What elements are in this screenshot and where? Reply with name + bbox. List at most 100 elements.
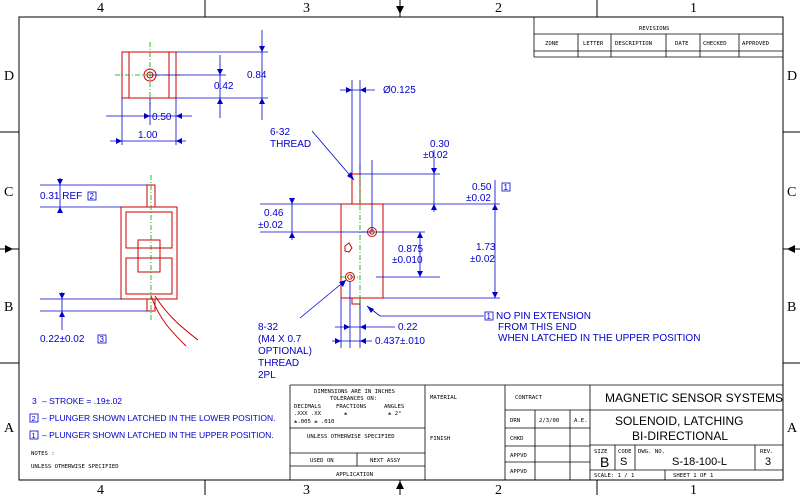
col-label-3: 3	[303, 1, 310, 16]
dim-0437: 0.437±.010	[375, 336, 425, 347]
row-label-a: A	[4, 421, 15, 436]
tb-material: MATERIAL	[430, 395, 458, 401]
thread-callout-bottom-2: (M4 X 0.7	[258, 334, 302, 345]
tb-finish: FINISH	[430, 436, 450, 442]
note-stroke-num: 3	[32, 396, 37, 406]
thread-callout-bottom-4: THREAD	[258, 358, 299, 369]
lead-wire-2	[154, 295, 199, 341]
rev-col-approved: APPROVED	[742, 41, 770, 47]
rev-col-checked: CHECKED	[703, 41, 727, 47]
tb-contract: CONTRACT	[515, 395, 543, 401]
dim-050-tol: ±0.02	[466, 193, 491, 204]
dim-top-width: 1.00	[138, 130, 158, 141]
row-label-b-right: B	[787, 300, 796, 315]
front-view-body	[340, 203, 384, 299]
col-label-2-bottom: 2	[495, 483, 502, 495]
tb-appvd-2: APPVD	[510, 469, 527, 475]
front-view: Ø0.125 6-32 THREAD 0.30 ±0.02 0.50 1 ±0.…	[258, 80, 700, 381]
dim-top-half-width: 0.50	[152, 112, 172, 123]
pin-note-3: WHEN LATCHED IN THE UPPER POSITION	[498, 333, 700, 344]
tb-drn-date: 2/3/00	[539, 418, 559, 424]
col-label-4: 4	[97, 1, 104, 16]
tb-size-label: SIZE	[594, 449, 608, 455]
note-1-flag: 1	[32, 431, 36, 440]
tb-drn: DRN	[510, 418, 520, 424]
tb-angle-val: ± 2°	[388, 411, 401, 417]
tb-xxx: .XXX .XX	[294, 411, 322, 417]
row-label-b: B	[4, 300, 13, 315]
note-1: – PLUNGER SHOWN LATCHED IN THE UPPER POS…	[42, 430, 274, 440]
pin-note-2: FROM THIS END	[498, 322, 577, 333]
thread-callout-bottom-3: OPTIONAL)	[258, 346, 312, 357]
col-label-1-bottom: 1	[690, 483, 697, 495]
tb-code-label: CODE	[618, 449, 632, 455]
thread-callout-bottom-5: 2PL	[258, 370, 276, 381]
thread-callout-top-2: THREAD	[270, 139, 311, 150]
dim-side-bottom: 0.22±0.02	[40, 334, 85, 345]
dim-173: 1.73	[476, 242, 496, 253]
dim-side-ref-flag: 2	[90, 192, 95, 201]
tb-size: B	[600, 454, 609, 470]
title-block: DIMENSIONS ARE IN INCHES TOLERANCES ON: …	[289, 384, 783, 480]
row-label-c: C	[4, 185, 13, 200]
dim-top-height: 0.84	[247, 70, 267, 81]
revisions-block: REVISIONS ZONE LETTER DESCRIPTION DATE C…	[533, 17, 783, 58]
dim-0875-tol: ±0.010	[392, 255, 423, 266]
col-label-3-bottom: 3	[303, 483, 310, 495]
tb-application: APPLICATION	[336, 472, 373, 478]
tb-dwg-no: S-18-100-L	[672, 456, 727, 468]
tb-used-on: USED ON	[310, 458, 334, 464]
dim-030: 0.30	[430, 139, 450, 150]
rev-col-description: DESCRIPTION	[615, 41, 652, 47]
side-view-body	[120, 206, 178, 300]
tb-appvd-1: APPVD	[510, 453, 527, 459]
tb-angles: ANGLES	[384, 404, 404, 410]
revisions-title: REVISIONS	[639, 26, 669, 32]
tb-fractions: FRACTIONS	[336, 404, 366, 410]
dim-022: 0.22	[398, 322, 418, 333]
dim-050: 0.50	[472, 182, 492, 193]
notes-unless: UNLESS OTHERWISE SPECIFIED	[31, 464, 119, 470]
notes-block: 3 – STROKE = .19±.02 2 – PLUNGER SHOWN L…	[29, 396, 275, 470]
dim-0875: 0.875	[398, 244, 423, 255]
thread-callout-bottom: 8-32	[258, 322, 278, 333]
dim-173-tol: ±0.02	[470, 254, 495, 265]
tb-sheet: SHEET 1 OF 1	[673, 473, 713, 479]
note-2-flag: 2	[32, 414, 36, 423]
dim-diameter: Ø0.125	[383, 85, 416, 96]
tb-rev-label: REV.	[760, 449, 773, 455]
border-arrows	[5, 6, 795, 489]
tb-next-assy: NEXT ASSY	[370, 458, 401, 464]
dim-top-center: 0.42	[214, 81, 234, 92]
row-label-d: D	[4, 69, 14, 84]
rev-col-zone: ZONE	[545, 41, 559, 47]
row-label-c-right: C	[787, 185, 796, 200]
rev-col-letter: LETTER	[583, 41, 604, 47]
top-view: 0.84 0.42 0.50 1.00	[106, 30, 268, 145]
tb-rev: 3	[765, 456, 771, 468]
tb-scale: SCALE: 1 / 1	[594, 473, 634, 479]
dim-030-tol: ±0.02	[423, 150, 448, 161]
tb-dims-2: TOLERANCES ON:	[330, 396, 377, 402]
col-label-2: 2	[495, 1, 502, 16]
col-label-1: 1	[690, 1, 697, 16]
tb-dwg-label: DWG. NO.	[638, 449, 665, 455]
note-stroke: – STROKE = .19±.02	[42, 396, 122, 406]
pin-note-flag: 1	[487, 312, 492, 321]
notes-label: NOTES :	[31, 451, 55, 457]
tb-chkd: CHKD	[510, 436, 524, 442]
lead-wire-1	[150, 295, 187, 347]
pin-note-1: NO PIN EXTENSION	[496, 311, 591, 322]
tb-pm: ±	[344, 411, 348, 417]
tb-decimals: DECIMALS	[294, 404, 321, 410]
row-label-d-right: D	[787, 69, 797, 84]
tb-title-2: BI-DIRECTIONAL	[632, 429, 728, 443]
tb-tol: ±.005 ± .010	[294, 419, 334, 425]
dim-046-tol: ±0.02	[258, 220, 283, 231]
dim-side-ref: 0.31 REF	[40, 191, 82, 202]
dim-046: 0.46	[264, 208, 284, 219]
tb-code: S	[620, 456, 627, 468]
note-2: – PLUNGER SHOWN LATCHED IN THE LOWER POS…	[42, 413, 275, 423]
tb-drn-by: A.E.	[574, 418, 587, 424]
